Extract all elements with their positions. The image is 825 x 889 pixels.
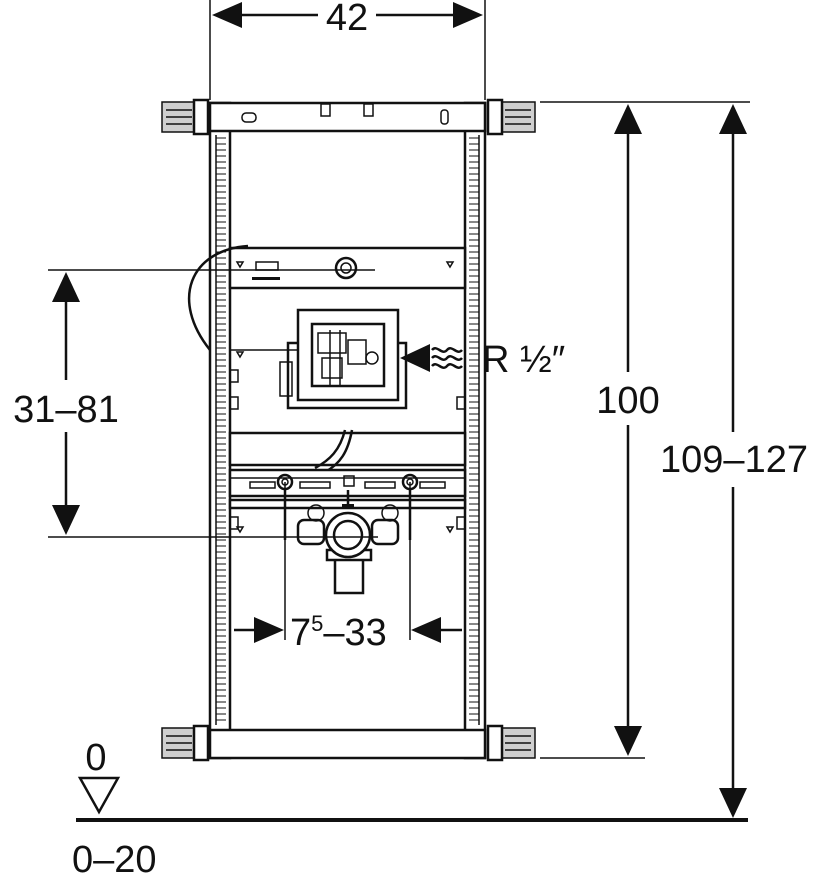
floor-reference: 0 0–20	[72, 737, 748, 881]
floor-range-label: 0–20	[72, 839, 157, 881]
bracket-top-left	[161, 98, 210, 136]
total-height-label: 109–127	[660, 439, 808, 481]
flush-spacing-dimension: 75–33	[234, 482, 462, 654]
floor-zero-label: 0	[85, 737, 106, 779]
supply-indicator: R ½″	[400, 339, 565, 381]
pipe-label: R ½″	[482, 339, 565, 381]
total-height-dimension: 109–127	[660, 104, 808, 818]
bracket-bottom-right	[486, 724, 536, 762]
flush-spacing-label: 75–33	[290, 611, 387, 654]
valve-box	[230, 308, 408, 410]
bracket-bottom-left	[161, 724, 210, 762]
frame-height-label: 100	[596, 380, 659, 422]
bracket-top-right	[486, 98, 536, 136]
frame-height-dimension: 100	[540, 101, 750, 759]
outlet-height-label: 31–81	[13, 389, 119, 431]
width-dimension: 42	[209, 0, 486, 100]
frame	[161, 98, 536, 762]
outlet-height-dimension: 31–81	[13, 269, 378, 538]
width-label: 42	[326, 0, 368, 39]
